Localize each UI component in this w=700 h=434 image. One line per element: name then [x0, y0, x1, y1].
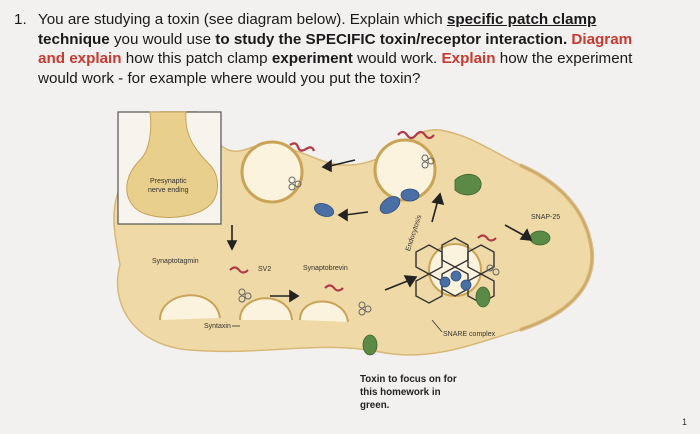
question-number: 1.	[14, 11, 27, 28]
release-site	[239, 297, 293, 321]
label-presynaptic-line2: nerve ending	[148, 187, 189, 194]
page-number: 1	[682, 417, 688, 427]
q-seg-1: You are studying a toxin (see diagram be…	[38, 11, 447, 28]
q-seg-experiment: experiment	[271, 50, 353, 67]
release-site	[299, 300, 349, 323]
synaptotagmin-coils	[229, 130, 497, 292]
label-sv2: SV2	[258, 266, 272, 273]
label-syntaxin: Syntaxin	[204, 323, 231, 330]
sv2-proteins	[238, 154, 500, 316]
q-seg-specific: specific patch clamp	[446, 11, 597, 28]
label-presynaptic-line1: Presynaptic	[150, 178, 187, 185]
question-block: 1. You are studying a toxin (see diagram…	[14, 10, 690, 88]
q-seg-explain: Explain	[441, 50, 496, 67]
label-synaptotagmin: Synaptotagmin	[152, 258, 199, 265]
q-seg-13: would work - for example where would you…	[38, 69, 421, 87]
question-text: You are studying a toxin (see diagram be…	[38, 10, 690, 88]
q-seg-4: you would use	[109, 30, 216, 48]
q-seg-and-explain: and explain	[38, 50, 122, 67]
q-seg-diagram: Diagram	[567, 30, 633, 48]
green-toxin-molecules	[362, 173, 551, 356]
presynaptic-nerve-shape	[126, 111, 218, 218]
q-seg-10: would work.	[352, 50, 442, 67]
toxin-note: Toxin to focus on for this homework in g…	[360, 374, 457, 411]
terminal-rim	[519, 163, 595, 332]
q-seg-study: to study the SPECIFIC toxin/receptor int…	[215, 30, 568, 48]
q-seg-12: how the experiment	[495, 50, 633, 67]
blue-proteins	[313, 188, 472, 291]
label-snap25: SNAP-25	[531, 214, 561, 221]
q-seg-technique: technique	[38, 30, 110, 48]
pathway-arrows	[226, 159, 533, 303]
release-site	[159, 294, 221, 321]
label-synaptobrevin: Synaptobrevin	[303, 265, 348, 272]
snare-pointer	[431, 319, 443, 333]
q-seg-8: how this patch clamp	[121, 50, 272, 67]
vesicle	[240, 140, 304, 204]
label-snare-complex: SNARE complex	[443, 331, 496, 338]
